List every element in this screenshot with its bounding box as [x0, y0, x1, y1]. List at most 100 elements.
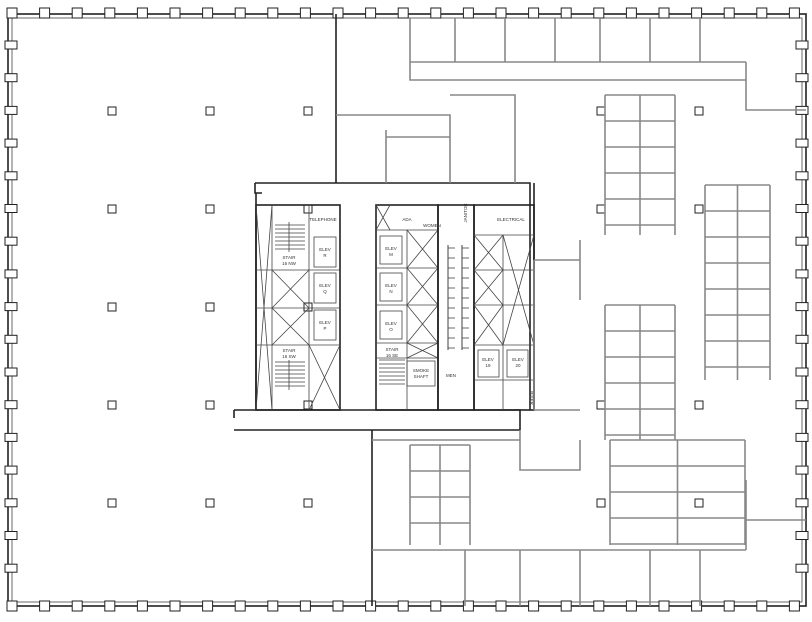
label-elev-p: ELEV	[319, 320, 331, 325]
perimeter-column	[4, 269, 18, 279]
label-elev-o: ELEV	[385, 321, 397, 326]
perimeter-column	[39, 600, 51, 612]
perimeter-column	[462, 600, 474, 612]
perimeter-column	[4, 563, 18, 573]
perimeter-column	[795, 138, 809, 148]
label-elev-q-id: Q	[323, 289, 327, 294]
label-elev-r-id: R	[323, 253, 327, 258]
perimeter-column	[332, 7, 344, 19]
perimeter-column	[136, 7, 148, 19]
label-janitor: JANITOR	[463, 203, 468, 223]
label-elev-o-id: O	[389, 327, 393, 332]
perimeter-column	[795, 465, 809, 475]
office-partitions	[336, 18, 806, 606]
label-elev-19-id: 19	[485, 363, 491, 368]
label-elev-20-id: 20	[515, 363, 521, 368]
label-stair-nw: STAIR	[283, 255, 297, 260]
label-elev-19: ELEV	[482, 357, 494, 362]
interior-column	[205, 106, 215, 116]
label-stair-sw: STAIR	[283, 348, 297, 353]
perimeter-column	[430, 7, 442, 19]
interior-column	[205, 302, 215, 312]
label-women: WOMEN	[423, 223, 441, 228]
perimeter-column	[593, 600, 605, 612]
perimeter-column	[795, 302, 809, 312]
perimeter-column	[4, 400, 18, 410]
interior-column	[107, 400, 117, 410]
perimeter-column	[4, 204, 18, 213]
perimeter-column	[625, 7, 637, 19]
perimeter-column	[4, 105, 18, 115]
perimeter-column	[593, 7, 605, 19]
label-elev-r: ELEV	[319, 247, 331, 252]
perimeter-column	[691, 600, 703, 612]
label-stair-se: STAIR	[386, 347, 400, 352]
label-elev-q: ELEV	[319, 283, 331, 288]
perimeter-column	[528, 7, 540, 19]
perimeter-column	[756, 7, 768, 19]
label-elev-n-id: N	[389, 289, 392, 294]
perimeter-column	[4, 334, 18, 344]
interior-column	[596, 498, 606, 508]
interior-column	[107, 302, 117, 312]
perimeter-column	[136, 600, 148, 612]
label-riser: RISER	[529, 391, 534, 406]
perimeter-column	[104, 600, 116, 612]
perimeter-column	[4, 40, 18, 50]
interior-column	[694, 498, 704, 508]
perimeter-column	[4, 138, 18, 148]
perimeter-column	[495, 600, 507, 612]
interior-column	[107, 106, 117, 116]
perimeter-column	[795, 171, 809, 181]
perimeter-column	[6, 600, 18, 612]
perimeter-column	[691, 7, 703, 19]
perimeter-column	[299, 600, 311, 612]
perimeter-column	[365, 7, 377, 19]
perimeter-column	[4, 302, 18, 312]
perimeter-column	[723, 7, 735, 19]
perimeter-column	[795, 40, 809, 50]
perimeter-column	[397, 600, 409, 612]
label-elev-m: ELEV	[385, 246, 397, 251]
perimeter-column	[795, 367, 809, 377]
perimeter-column	[234, 7, 246, 19]
perimeter-column	[332, 600, 344, 612]
perimeter-column	[788, 7, 800, 19]
perimeter-column	[462, 7, 474, 19]
perimeter-column	[267, 7, 279, 19]
room-labels: TELEPHONE ELEV R ELEV Q ELEV P STAIR 16 …	[282, 203, 534, 406]
perimeter-column	[756, 600, 768, 612]
interior-column	[107, 498, 117, 508]
perimeter-column	[234, 600, 246, 612]
interior-column	[205, 498, 215, 508]
perimeter-column	[795, 531, 809, 540]
perimeter-column	[299, 7, 311, 19]
perimeter-column	[528, 600, 540, 612]
perimeter-column	[4, 367, 18, 377]
label-ada: ADA	[402, 217, 411, 222]
perimeter-column	[4, 236, 18, 246]
interior-column	[107, 204, 117, 214]
interior-column	[694, 204, 704, 214]
perimeter-column	[4, 73, 18, 83]
perimeter-column	[795, 204, 809, 213]
label-men: MEN	[446, 373, 456, 378]
perimeter-column	[202, 7, 214, 19]
perimeter-column	[4, 432, 18, 442]
interior-column	[205, 400, 215, 410]
interior-column	[694, 106, 704, 116]
perimeter-column	[795, 269, 809, 279]
perimeter-column	[104, 7, 116, 19]
interior-column	[303, 498, 313, 508]
label-elev-m-id: M	[389, 252, 393, 257]
interior-column	[596, 400, 606, 410]
perimeter-column	[788, 600, 800, 612]
label-electrical: ELECTRICAL	[497, 217, 525, 222]
perimeter-column	[795, 498, 809, 508]
perimeter-column	[658, 600, 670, 612]
perimeter-column	[202, 600, 214, 612]
perimeter-column	[6, 7, 18, 19]
perimeter-column	[795, 432, 809, 442]
interior-column	[596, 106, 606, 116]
